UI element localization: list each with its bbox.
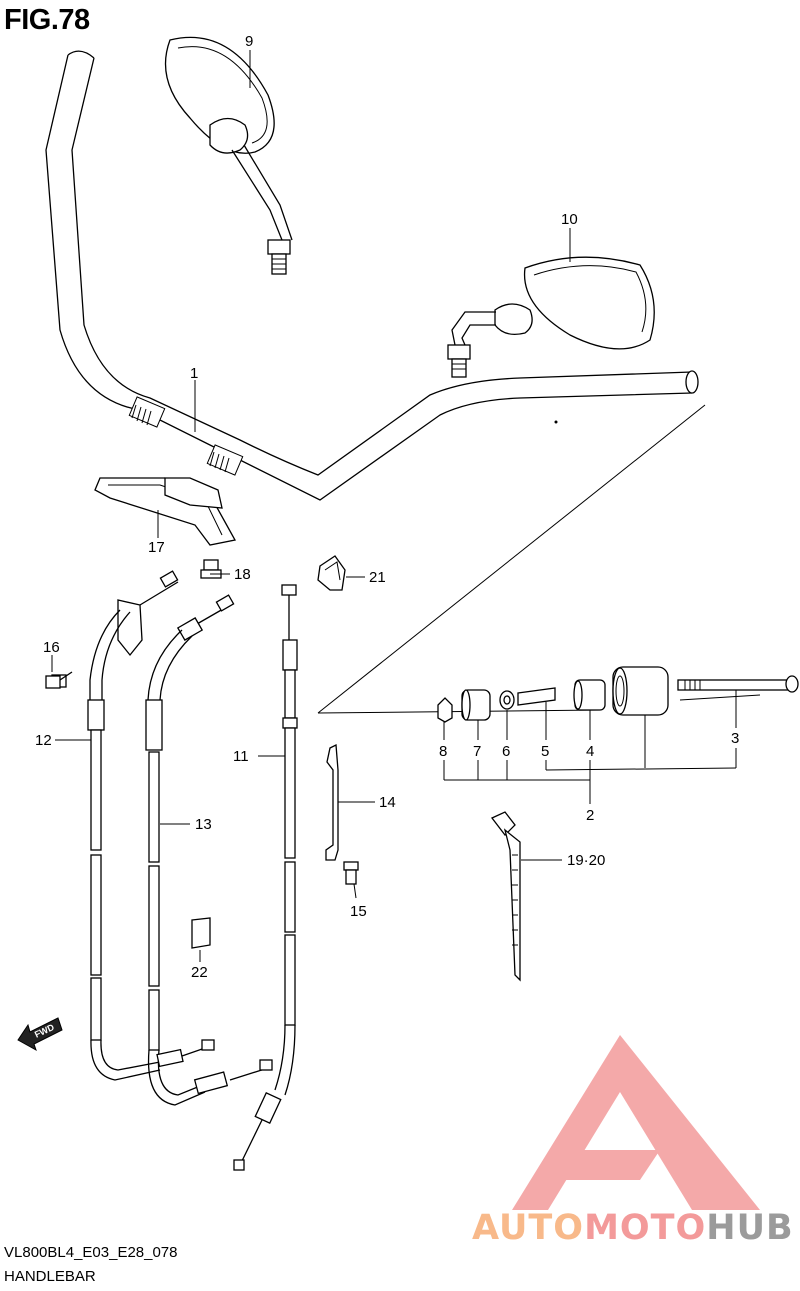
guide-line-lower [317,709,601,714]
nut-part-8 [437,697,453,723]
callout-21: 21 [369,569,386,586]
clamp-part-21 [317,555,346,591]
callout-1: 1 [190,365,198,382]
figure-name: HANDLEBAR [4,1268,96,1285]
watermark-text-hub: HUB [706,1208,794,1248]
balancer-assembly [437,666,799,723]
callout-17: 17 [148,539,165,556]
watermark-text-moto: MOTO [584,1208,707,1248]
fwd-arrow-icon: FWD [17,1017,63,1052]
callout-6: 6 [502,743,510,760]
callout-11: 11 [233,748,249,765]
callout-14: 14 [379,794,396,811]
bracket-part-17 [94,477,237,546]
callout-13: 13 [195,816,212,833]
cable-part-11 [233,584,298,1171]
label-part-22 [191,917,211,949]
callout-15: 15 [350,903,367,920]
leader-lines [51,50,737,962]
screw-part-16 [45,671,73,689]
figure-title: FIG.78 [4,4,90,36]
callout-18: 18 [234,566,251,583]
callout-2: 2 [586,807,594,824]
bolt-part-15 [343,861,359,885]
callout-16: 16 [43,639,60,656]
callout-12: 12 [35,732,52,749]
callout-3: 3 [731,730,739,747]
guide-line-end [679,694,761,701]
guide-line-upper [317,404,706,714]
handlebar-part-1 [45,50,699,501]
callout-9: 9 [245,33,253,50]
callout-10: 10 [561,211,578,228]
callout-22: 22 [191,964,208,981]
watermark-text: AUTOMOTOHUB [472,1208,794,1248]
cable-part-12 [51,570,179,1081]
watermark-text-auto: AUTO [472,1208,585,1248]
pin-part-5 [517,687,556,706]
watermark-logo [512,1035,760,1210]
callout-5: 5 [541,743,549,760]
callout-19-20: 19·20 [567,852,605,869]
figure-code: VL800BL4_E03_E28_078 [4,1244,178,1261]
mirror-part-9 [164,36,293,275]
callout-7: 7 [473,743,481,760]
bracket-part-14 [325,743,339,861]
bolt-part-18 [200,559,222,579]
callout-8: 8 [439,743,447,760]
mirror-part-10 [447,256,655,378]
callout-4: 4 [586,743,594,760]
cable-part-13 [145,594,273,1106]
cable-tie-part-19-20 [490,811,521,982]
callout-numbers: 1 2 3 4 5 6 7 8 9 10 11 12 13 14 15 16 1… [35,33,739,981]
